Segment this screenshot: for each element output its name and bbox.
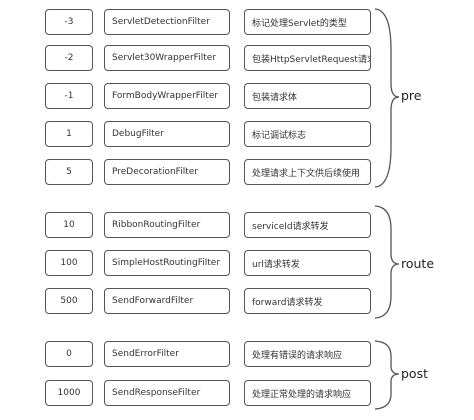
filter-order: 5	[45, 159, 93, 185]
filter-order: 100	[45, 250, 93, 276]
filter-order: -2	[45, 45, 93, 71]
filter-order: 1	[45, 121, 93, 147]
filter-name: FormBodyWrapperFilter	[104, 83, 230, 109]
filter-name: ServletDetectionFilter	[104, 9, 230, 35]
filter-order: 500	[45, 288, 93, 314]
filter-description: 标记处理Servlet的类型	[244, 9, 371, 35]
filter-description: 处理正常处理的请求响应	[244, 380, 371, 406]
filter-name: DebugFilter	[104, 121, 230, 147]
filter-order: 1000	[45, 380, 93, 406]
group-label-pre: pre	[401, 88, 422, 103]
group-label-route: route	[401, 256, 435, 271]
filter-name: SendForwardFilter	[104, 288, 230, 314]
filter-description: 处理请求上下文供后续使用	[244, 159, 371, 185]
filter-name: Servlet30WrapperFilter	[104, 45, 230, 71]
filter-order: 10	[45, 212, 93, 238]
filter-description: forward请求转发	[244, 288, 371, 314]
filter-order: -3	[45, 9, 93, 35]
post-group-brace	[374, 340, 400, 410]
filter-name: PreDecorationFilter	[104, 159, 230, 185]
filter-name: SimpleHostRoutingFilter	[104, 250, 230, 276]
filter-description: 处理有错误的请求响应	[244, 341, 371, 367]
filter-description: serviceId请求转发	[244, 212, 371, 238]
filter-name: RibbonRoutingFilter	[104, 212, 230, 238]
filter-description: 标记调试标志	[244, 121, 371, 147]
filter-description: 包装HttpServletRequest请求	[244, 45, 371, 71]
filter-description: 包装请求体	[244, 83, 371, 109]
filter-name: SendResponseFilter	[104, 380, 230, 406]
filter-name: SendErrorFilter	[104, 341, 230, 367]
route-group-brace	[374, 205, 400, 319]
group-label-post: post	[401, 366, 428, 381]
filter-order: -1	[45, 83, 93, 109]
pre-group-brace	[374, 8, 400, 188]
filter-description: url请求转发	[244, 250, 371, 276]
filter-order: 0	[45, 341, 93, 367]
